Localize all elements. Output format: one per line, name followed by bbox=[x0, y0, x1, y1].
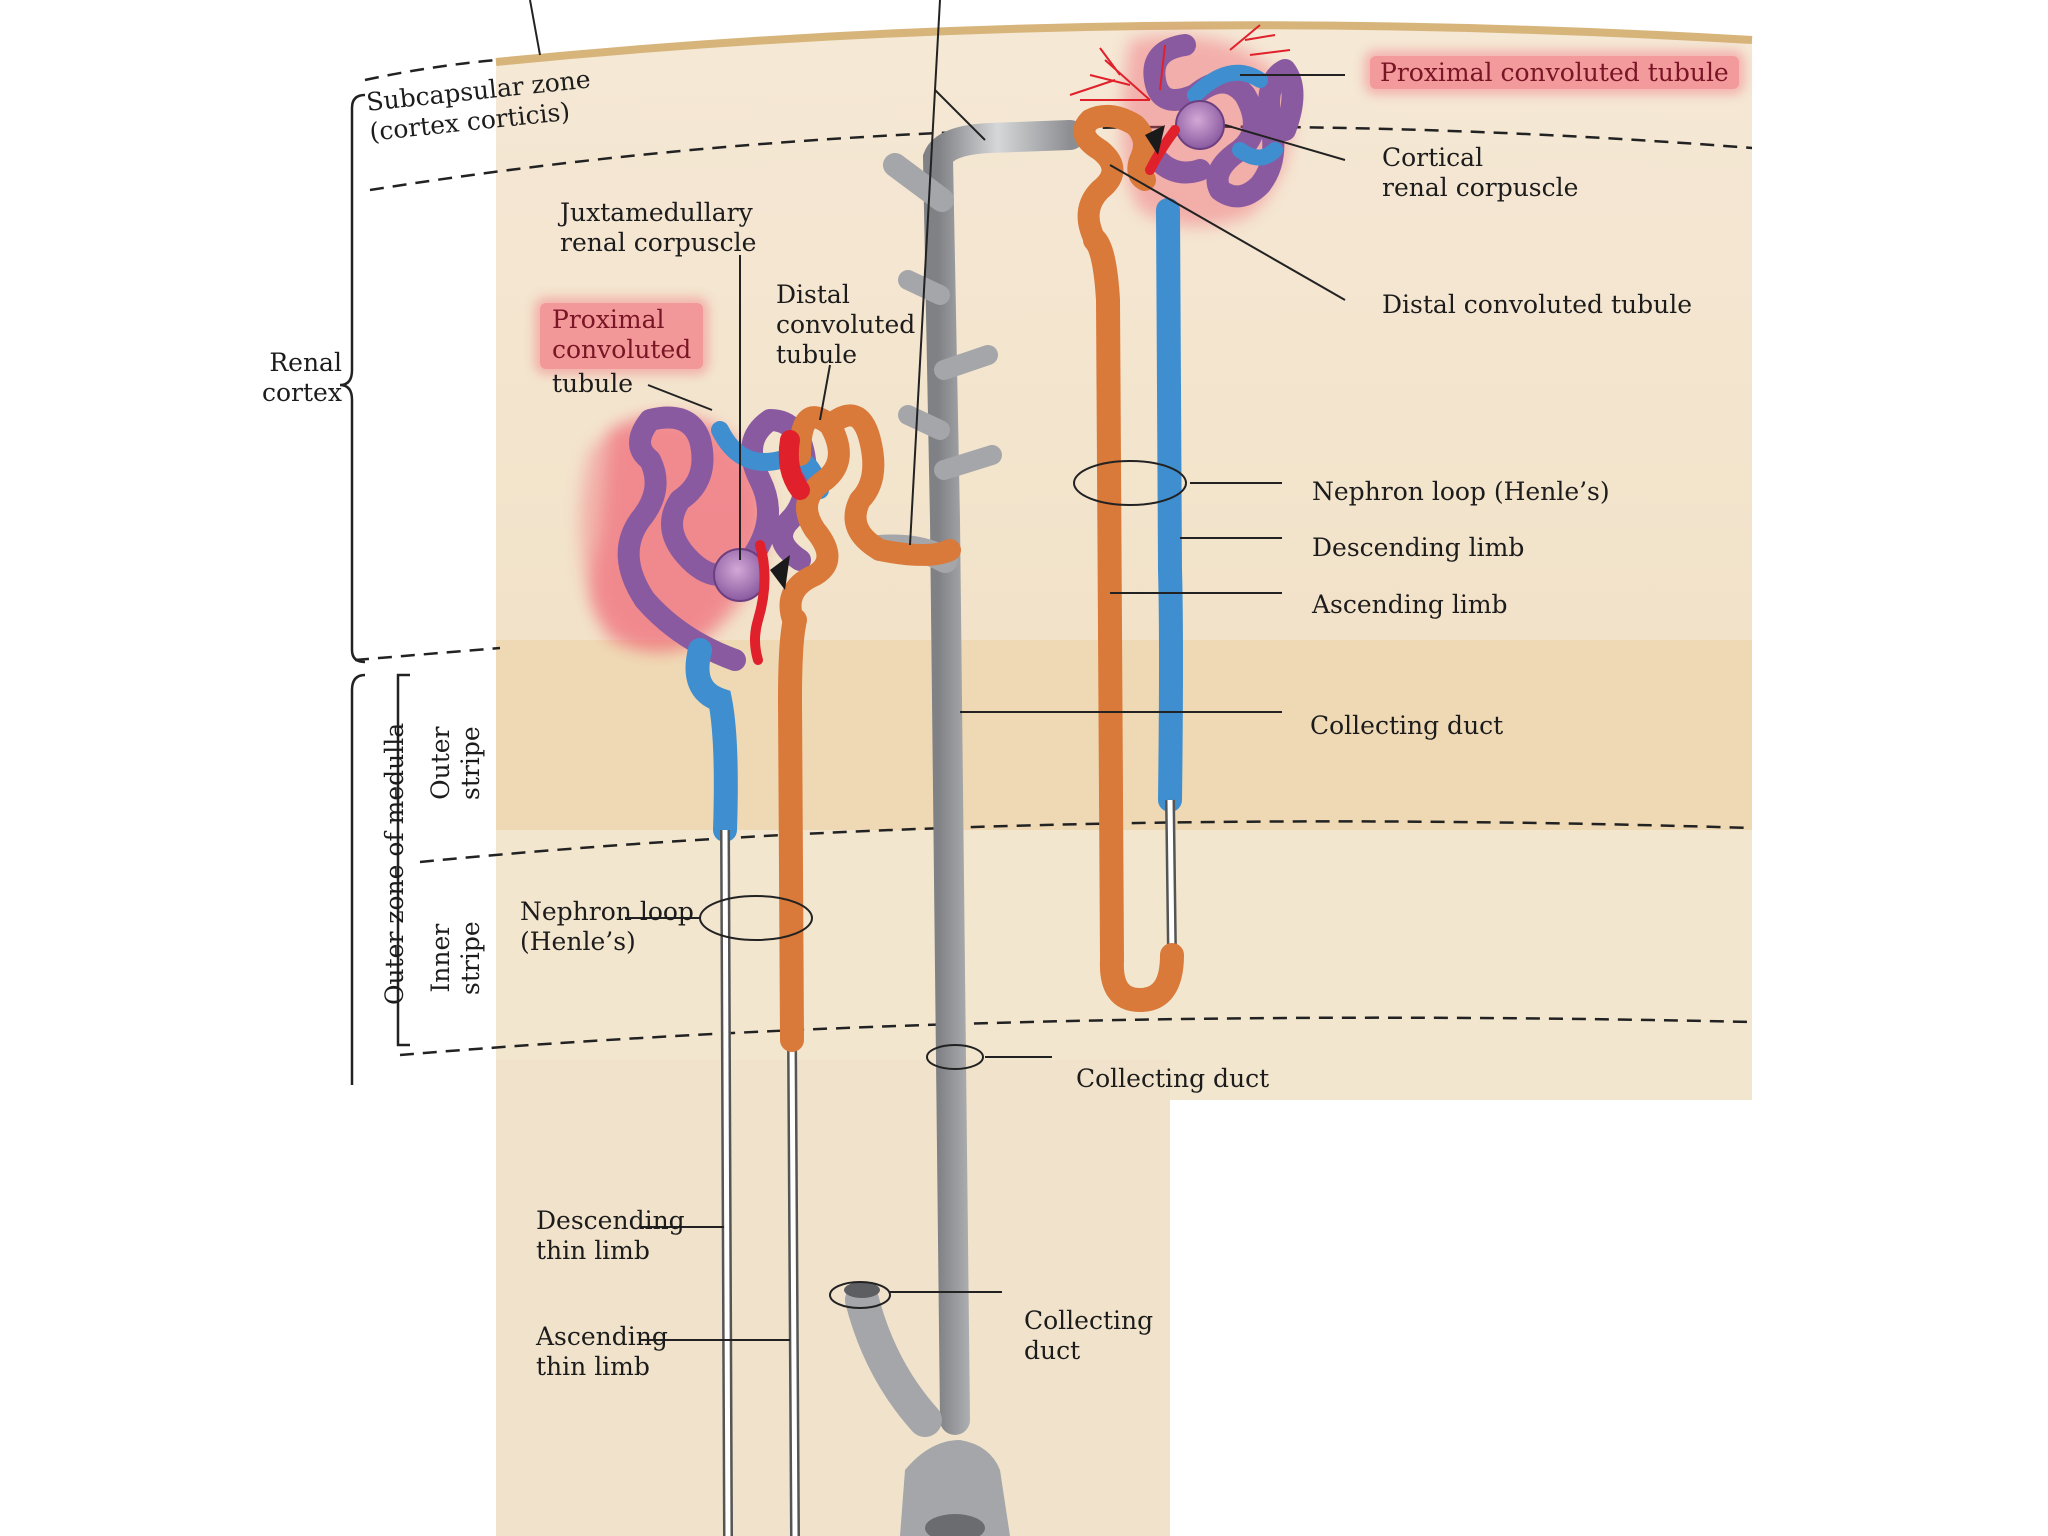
descending-thin-limb-left-core bbox=[722, 829, 731, 1536]
collecting-duct-label-1: Collecting duct bbox=[1310, 711, 1504, 740]
renal-cortex-line-2: cortex bbox=[262, 378, 342, 407]
dct-left-line-3: tubule bbox=[776, 340, 858, 369]
cortical-renal-corpuscle-label: Cortical renal corpuscle bbox=[1382, 143, 1578, 203]
boundary-inner-end bbox=[399, 1016, 1753, 1057]
collecting-duct-branch-lower bbox=[845, 1283, 942, 1437]
duct-ring-2 bbox=[829, 1281, 891, 1309]
ascending-thin-line-2: thin limb bbox=[536, 1352, 650, 1381]
collecting-duct-branch-upper bbox=[883, 153, 954, 212]
descending-thin-limb-label: Descending thin limb bbox=[536, 1206, 685, 1266]
nephron-loop-left-line-2: (Henle’s) bbox=[520, 927, 636, 956]
collecting-duct-main bbox=[922, 120, 1085, 1435]
nephron-loop-right-label: Nephron loop (Henle’s) bbox=[1312, 477, 1610, 506]
cortical-glomerulus bbox=[1175, 100, 1225, 150]
macula-densa-left bbox=[770, 555, 790, 590]
boundary-cortex-medulla bbox=[354, 646, 501, 662]
leader-top-1 bbox=[529, 0, 541, 56]
outer-stripe-region bbox=[496, 640, 1752, 830]
pct-right-blue-segment bbox=[1187, 64, 1283, 166]
outer-stripe-label: Outer stripe bbox=[426, 726, 486, 800]
leader-top-3 bbox=[909, 89, 936, 546]
proximal-convoluted-tubule-right-label: Proximal convoluted tubule bbox=[1370, 56, 1739, 89]
nephron-loop-left-label: Nephron loop (Henle’s) bbox=[520, 897, 694, 957]
pct-left-line-2: convoluted bbox=[552, 335, 692, 364]
pct-right-text: Proximal convoluted tubule bbox=[1370, 56, 1739, 89]
duct-ring-1 bbox=[926, 1044, 984, 1070]
loop-bend-right bbox=[1099, 943, 1184, 1013]
cortical-corpuscle-line-1: Cortical bbox=[1382, 143, 1484, 172]
cortical-corpuscle-line-2: renal corpuscle bbox=[1382, 173, 1579, 202]
pct-left-line-1: Proximal bbox=[552, 305, 665, 334]
leader-dct-right bbox=[1109, 164, 1346, 301]
collecting-duct-3-line-2: duct bbox=[1024, 1336, 1081, 1365]
juxtamedullary-afferent-arteriole bbox=[750, 540, 770, 665]
collecting-duct-branch-3 bbox=[898, 405, 950, 440]
cortical-afferent-arteriole bbox=[1145, 125, 1180, 175]
inner-stripe-line-1: Inner bbox=[426, 923, 455, 993]
descending-thin-limb-right-core bbox=[1167, 799, 1175, 956]
leader-pct-left bbox=[647, 384, 713, 411]
boundary-capsule bbox=[364, 58, 497, 82]
zone-boundaries bbox=[354, 58, 1753, 1057]
descending-thin-line-2: thin limb bbox=[536, 1236, 650, 1265]
juxtamedullary-nephron bbox=[580, 404, 961, 1536]
collecting-duct-cut-end bbox=[844, 1282, 880, 1298]
ascending-thin-line-1: Ascending bbox=[536, 1322, 668, 1351]
distal-convoluted-tubule-right-label: Distal convoluted tubule bbox=[1382, 290, 1693, 319]
loop-ring-left bbox=[699, 895, 813, 941]
collecting-duct-base bbox=[900, 1440, 1010, 1536]
lower-medulla-region bbox=[496, 1060, 1170, 1536]
zone-brackets bbox=[339, 93, 410, 1085]
outer-stripe-line-1: Outer bbox=[426, 726, 455, 800]
dct-left-line-2: convoluted bbox=[776, 310, 916, 339]
cortical-arterioles bbox=[1069, 24, 1291, 101]
dct-left-red-segment bbox=[778, 430, 810, 500]
outer-stripe-bracket bbox=[396, 673, 410, 1047]
macula-densa-right bbox=[1145, 125, 1165, 155]
collecting-duct-label-3: Collecting duct bbox=[1024, 1306, 1153, 1366]
boundary-outer-inner bbox=[419, 820, 1753, 864]
outer-zone-of-medulla-label: Outer zone of medulla bbox=[380, 722, 409, 1005]
collecting-duct-bottom-opening bbox=[925, 1514, 985, 1536]
collecting-duct-3-line-1: Collecting bbox=[1024, 1306, 1154, 1335]
collecting-duct-branch-2 bbox=[934, 345, 998, 380]
descending-limb-label: Descending limb bbox=[1312, 533, 1525, 562]
leader-lines bbox=[529, 0, 1346, 1341]
ascending-thick-limb-left bbox=[777, 608, 807, 1052]
nephron-loop-left-line-1: Nephron loop bbox=[520, 897, 694, 926]
juxtamedullary-line-2: renal corpuscle bbox=[560, 228, 757, 257]
ascending-limb-label: Ascending limb bbox=[1312, 590, 1508, 619]
descending-thin-line-1: Descending bbox=[536, 1206, 685, 1235]
outer-zone-bracket bbox=[350, 673, 366, 1085]
loop-ring-right bbox=[1073, 460, 1187, 506]
outer-stripe-line-2: stripe bbox=[456, 726, 485, 800]
collecting-duct-branch-4 bbox=[934, 445, 1002, 480]
inner-stripe-line-2: stripe bbox=[456, 921, 485, 995]
proximal-convoluted-tubule-left-label: Proximal convoluted tubule bbox=[540, 303, 704, 399]
boundary-subcapsular bbox=[369, 125, 1753, 192]
renal-capsule bbox=[495, 21, 1753, 66]
pct-left-line-3: tubule bbox=[552, 369, 634, 398]
inner-stripe-label: Inner stripe bbox=[426, 921, 486, 995]
ascending-thin-limb-left-core bbox=[789, 1039, 798, 1536]
distal-convoluted-tubule-left-label: Distal convoluted tubule bbox=[776, 280, 915, 370]
dct-left-line-1: Distal bbox=[776, 280, 850, 309]
renal-cortex-line-1: Renal bbox=[269, 348, 342, 377]
leader-cortical-corpuscle bbox=[1224, 124, 1346, 161]
renal-cortex-label: Renal cortex bbox=[262, 348, 342, 408]
distal-convoluted-tubule-right bbox=[1073, 105, 1156, 251]
distal-convoluted-tubule-left bbox=[779, 404, 961, 636]
collecting-duct-label-2: Collecting duct bbox=[1076, 1064, 1270, 1093]
renal-cortex-bracket bbox=[339, 93, 366, 664]
leader-dct-left bbox=[819, 364, 831, 421]
descending-limb-right bbox=[1156, 198, 1183, 812]
descending-limb-left bbox=[685, 638, 738, 842]
cortical-nephron bbox=[1069, 24, 1304, 1013]
juxtamedullary-line-1: Juxtamedullary bbox=[560, 198, 753, 227]
ascending-thin-limb-label: Ascending thin limb bbox=[536, 1322, 668, 1382]
juxtamedullary-corpuscle-label: Juxtamedullary renal corpuscle bbox=[560, 198, 756, 258]
